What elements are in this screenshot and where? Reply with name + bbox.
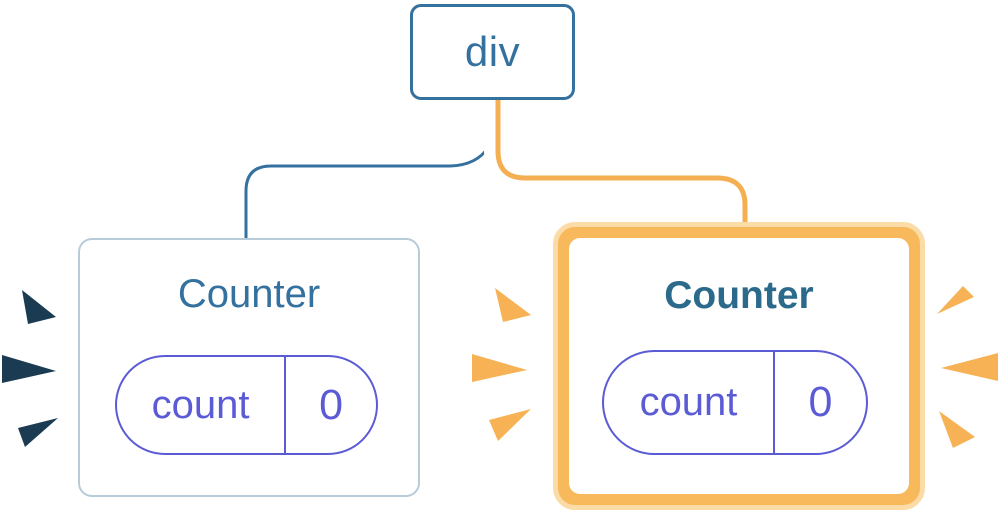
counter-right-title: Counter — [664, 274, 814, 317]
burst-right-counter-left-icon — [472, 288, 531, 441]
counter-right-state-label-cell: count — [604, 352, 775, 453]
counter-component-left: Counter count 0 — [78, 238, 420, 497]
counter-component-right-highlight: Counter count 0 — [553, 222, 925, 510]
counter-right-state-pill: count 0 — [602, 350, 868, 455]
counter-left-state-value: 0 — [319, 380, 343, 429]
counter-right-state-value: 0 — [808, 378, 833, 426]
counter-right-state-value-cell: 0 — [775, 352, 866, 453]
counter-left-state-label-cell: count — [117, 357, 287, 453]
counter-component-right: Counter count 0 — [569, 238, 909, 494]
counter-left-title: Counter — [177, 272, 321, 316]
burst-right-counter-right-icon — [937, 286, 998, 448]
counter-left-state-label: count — [151, 382, 250, 427]
counter-left-state-value-cell: 0 — [286, 357, 376, 453]
div-node-label: div — [464, 28, 521, 75]
counter-left-state-pill: count 0 — [115, 355, 378, 455]
edge-div-to-right-counter — [495, 98, 748, 230]
edge-div-to-right-counter-casing — [484, 98, 759, 230]
div-node: div — [410, 4, 575, 100]
edge-div-to-left-counter — [244, 97, 501, 239]
burst-left-counter-icon — [2, 290, 58, 447]
counter-right-state-label: count — [639, 380, 738, 424]
